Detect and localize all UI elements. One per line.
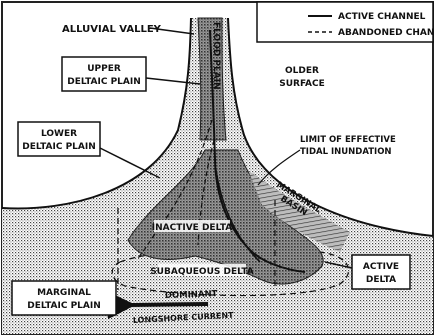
- active-delta-line1: ACTIVE: [363, 262, 399, 272]
- dominant-label: DOMINANT: [165, 289, 218, 301]
- tidal-limit-line2: TIDAL INUNDATION: [300, 147, 392, 157]
- active-delta-line2: DELTA: [366, 275, 396, 285]
- older-surface-line2: SURFACE: [279, 79, 325, 89]
- alluvial-valley-label: ALLUVIAL VALLEY: [62, 24, 162, 35]
- upper-deltaic-plain-line2: DELTAIC PLAIN: [67, 77, 141, 87]
- longshore-arrow: [130, 304, 208, 305]
- legend-abandoned-label: ABANDONED CHANNEL: [338, 28, 435, 38]
- subaqueous-delta-label: SUBAQUEOUS DELTA: [150, 267, 254, 277]
- upper-deltaic-plain-line1: UPPER: [87, 64, 121, 74]
- older-surface-line1: OLDER: [285, 66, 319, 76]
- lower-deltaic-plain-line1: LOWER: [41, 129, 77, 139]
- marginal-deltaic-plain-line1: MARGINAL: [37, 288, 91, 298]
- legend-active-label: ACTIVE CHANNEL: [338, 12, 426, 22]
- inactive-delta-label: INACTIVE DELTA: [152, 223, 232, 233]
- flood-plain-label: FLOOD PLAIN: [211, 22, 221, 90]
- tidal-limit-line1: LIMIT OF EFFECTIVE: [300, 135, 396, 145]
- lower-deltaic-plain-line2: DELTAIC PLAIN: [22, 142, 96, 152]
- marginal-deltaic-plain-line2: DELTAIC PLAIN: [27, 301, 101, 311]
